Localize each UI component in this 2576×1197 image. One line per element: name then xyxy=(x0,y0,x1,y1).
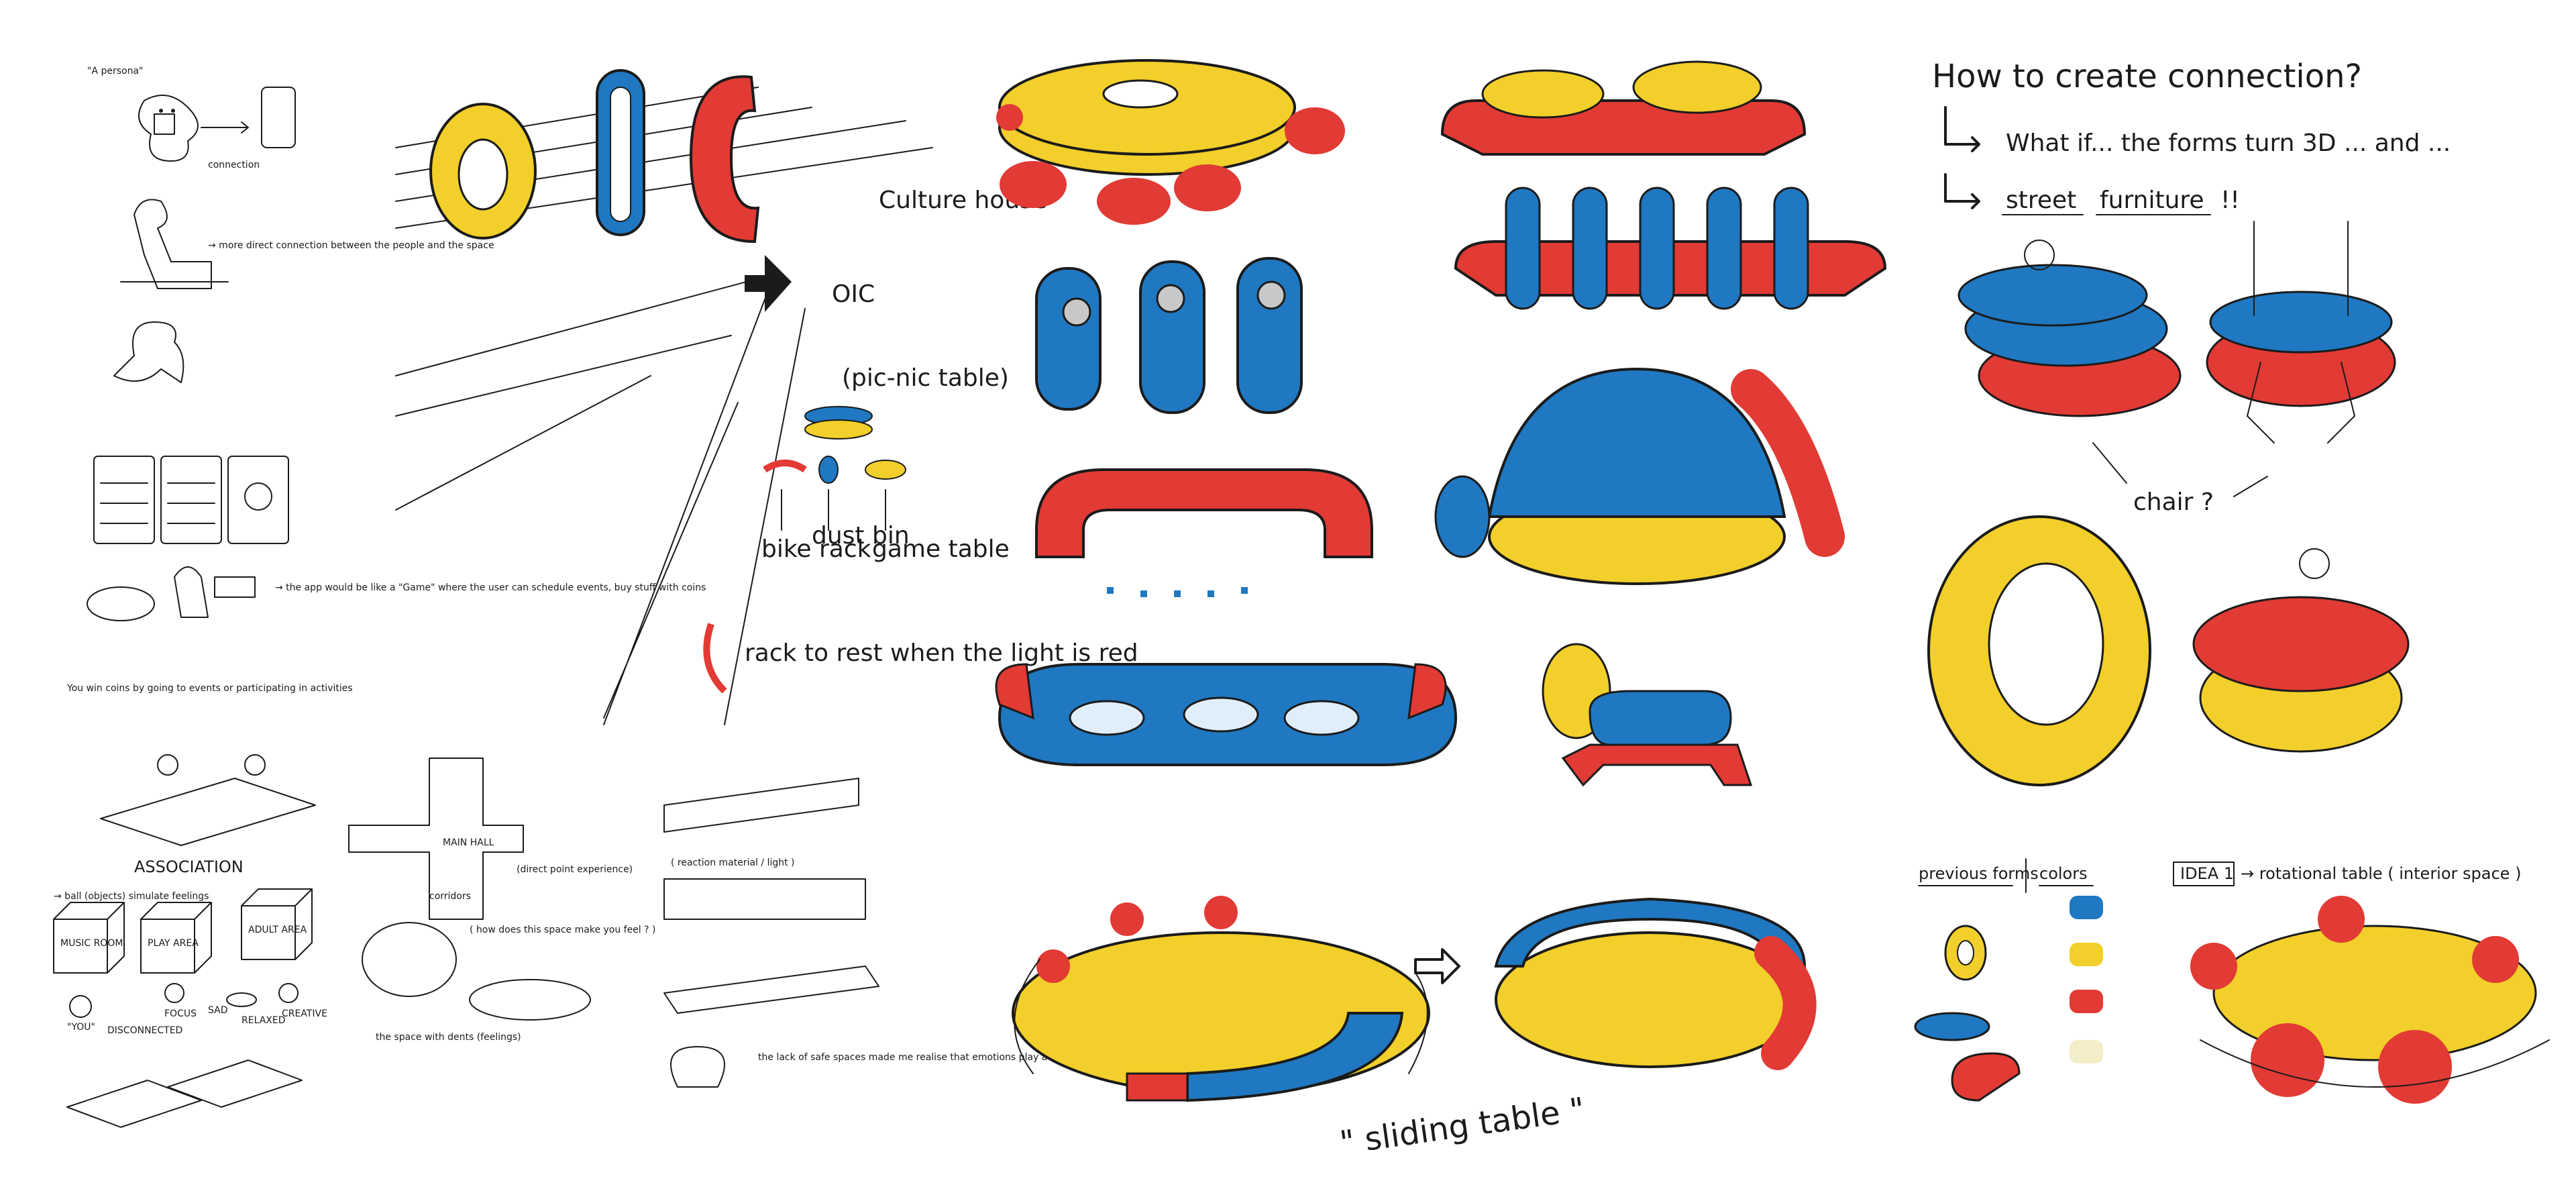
form-red-c xyxy=(1951,1052,2021,1102)
app-screen-2 xyxy=(160,456,222,544)
oic-label: OIC xyxy=(832,280,875,308)
app-note: → the app would be like a "Game" where t… xyxy=(275,582,706,593)
cube-music-room xyxy=(53,902,125,974)
street-perspective-lines xyxy=(395,274,806,725)
cube-play-area xyxy=(140,902,212,974)
focus-label: FOCUS xyxy=(164,1008,197,1019)
transform-arrow-icon xyxy=(1414,948,1460,984)
swatch-cream xyxy=(2070,1040,2103,1063)
reaction-bench-1 xyxy=(663,778,859,833)
right-sheet: How to create connection? What if... the… xyxy=(1914,58,2550,1104)
connection-question: How to create connection? xyxy=(1932,58,2362,95)
game-table-icon xyxy=(865,460,906,480)
ball-simulate-note: → ball (objects) simulate feelings xyxy=(54,891,209,902)
ball-you xyxy=(69,995,92,1018)
coins-caption: You win coins by going to events or part… xyxy=(66,683,353,694)
dents-shape-1 xyxy=(362,922,457,997)
dents-shape-2 xyxy=(469,979,591,1021)
red-c-sculpture xyxy=(689,75,760,244)
reading-figure-doodle xyxy=(133,199,212,289)
reaction-material-label: ( reaction material / light ) xyxy=(671,857,795,868)
idea-tag-box xyxy=(2173,862,2235,886)
idea-text: → rotational table ( interior space ) xyxy=(2241,864,2521,883)
creative-label: CREATIVE xyxy=(282,1008,327,1019)
chair-question-label: chair ? xyxy=(2133,488,2214,516)
blue-seats-row xyxy=(1035,257,1303,414)
colors-label: colors xyxy=(2039,864,2088,883)
app-screen-3 xyxy=(227,456,289,544)
furniture-word: furniture xyxy=(2100,187,2204,214)
main-hall-label: MAIN HALL xyxy=(443,837,494,848)
red-arch-bench xyxy=(1035,468,1373,558)
sliding-table-label: " sliding table " xyxy=(1338,1090,1587,1162)
game-table-label: game table xyxy=(872,535,1010,563)
form-blue-pill xyxy=(1914,1012,1990,1041)
adult-area-label: ADULT AREA xyxy=(248,925,307,935)
coin-doodle xyxy=(87,586,155,621)
swatch-red xyxy=(2070,990,2103,1013)
ghost-doodle xyxy=(113,321,184,383)
app-screen-1 xyxy=(93,456,155,544)
dust-bin-label: dust bin xyxy=(812,522,910,550)
bench-scene-doodle xyxy=(100,778,316,846)
cube-adult-area xyxy=(241,888,313,960)
rack-note: rack to rest when the light is red xyxy=(745,639,1138,667)
street-word: street xyxy=(2006,187,2076,214)
bike-rack-label: bike rack xyxy=(761,535,871,563)
exclaim-word: !! xyxy=(2220,187,2240,214)
blue-dome xyxy=(1487,367,1786,518)
left-notebook-page: "A persona" connection → more direct con… xyxy=(53,66,706,1128)
persona-label: "A persona" xyxy=(87,66,143,76)
previous-forms-label: previous forms xyxy=(1919,864,2039,883)
space-dents-label: the space with dents (feelings) xyxy=(376,1032,521,1043)
more-direct-note: → more direct connection between the peo… xyxy=(208,240,494,251)
disconnected-label: DISCONNECTED xyxy=(107,1025,182,1036)
street-sketch: Culture house OIC (pic-nic table) bike r… xyxy=(395,69,1138,725)
persona-doodle xyxy=(138,95,199,162)
rooms-doodle xyxy=(66,1059,303,1128)
floor-plan-doodle xyxy=(348,758,524,920)
reaction-bench-2 xyxy=(663,966,879,1014)
music-room-label: MUSIC ROOM xyxy=(60,938,123,949)
play-area-label: PLAY AREA xyxy=(148,938,199,949)
relaxed-label: RELAXED xyxy=(241,1015,286,1026)
reaction-wall xyxy=(663,878,866,920)
furniture-sketches: " sliding table " xyxy=(995,59,1887,1162)
you-label: "YOU" xyxy=(67,1022,95,1033)
idea-tag: IDEA 1 xyxy=(2180,864,2234,883)
direct-point-label: (direct point experience) xyxy=(517,864,633,875)
swatch-blue xyxy=(2070,896,2103,919)
how-feel-label: ( how does this space make you feel ? ) xyxy=(470,925,655,935)
picnic-table-label: (pic-nic table) xyxy=(842,364,1009,392)
what-if-text: What if... the forms turn 3D ... and ... xyxy=(2006,129,2451,157)
blob-doodle xyxy=(670,1046,725,1088)
direction-arrow-icon xyxy=(745,255,792,312)
corridors-label: corridors xyxy=(429,891,471,902)
phone-doodle xyxy=(261,87,296,148)
association-label: ASSOCIATION xyxy=(134,857,244,876)
sad-label: SAD xyxy=(208,1005,228,1016)
connection-label: connection xyxy=(208,160,260,170)
dust-bin-icon xyxy=(818,456,839,484)
swatch-yellow xyxy=(2070,943,2103,966)
